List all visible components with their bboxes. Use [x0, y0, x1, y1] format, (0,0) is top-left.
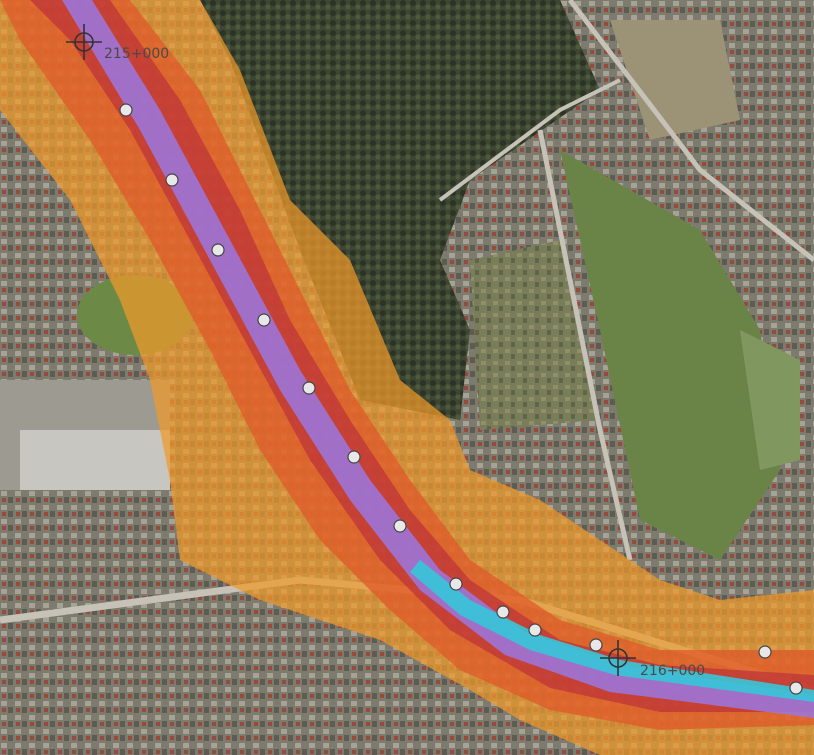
chainage-215-crosshair[interactable]	[66, 24, 102, 60]
km-marker	[589, 638, 603, 652]
km-marker	[257, 313, 271, 327]
corridor-cyan	[410, 560, 814, 702]
km-marker	[119, 103, 133, 117]
km-marker	[347, 450, 361, 464]
chainage-label-end: 216+000	[640, 663, 705, 679]
km-marker	[165, 173, 179, 187]
km-marker	[211, 243, 225, 257]
km-marker	[758, 645, 772, 659]
km-marker	[496, 605, 510, 619]
km-marker	[302, 381, 316, 395]
km-marker	[789, 681, 803, 695]
chainage-label-start: 215+000	[104, 46, 169, 62]
chainage-216-crosshair[interactable]	[600, 640, 636, 676]
km-marker	[528, 623, 542, 637]
km-marker	[393, 519, 407, 533]
kilometer-markers	[119, 103, 803, 695]
km-marker	[449, 577, 463, 591]
